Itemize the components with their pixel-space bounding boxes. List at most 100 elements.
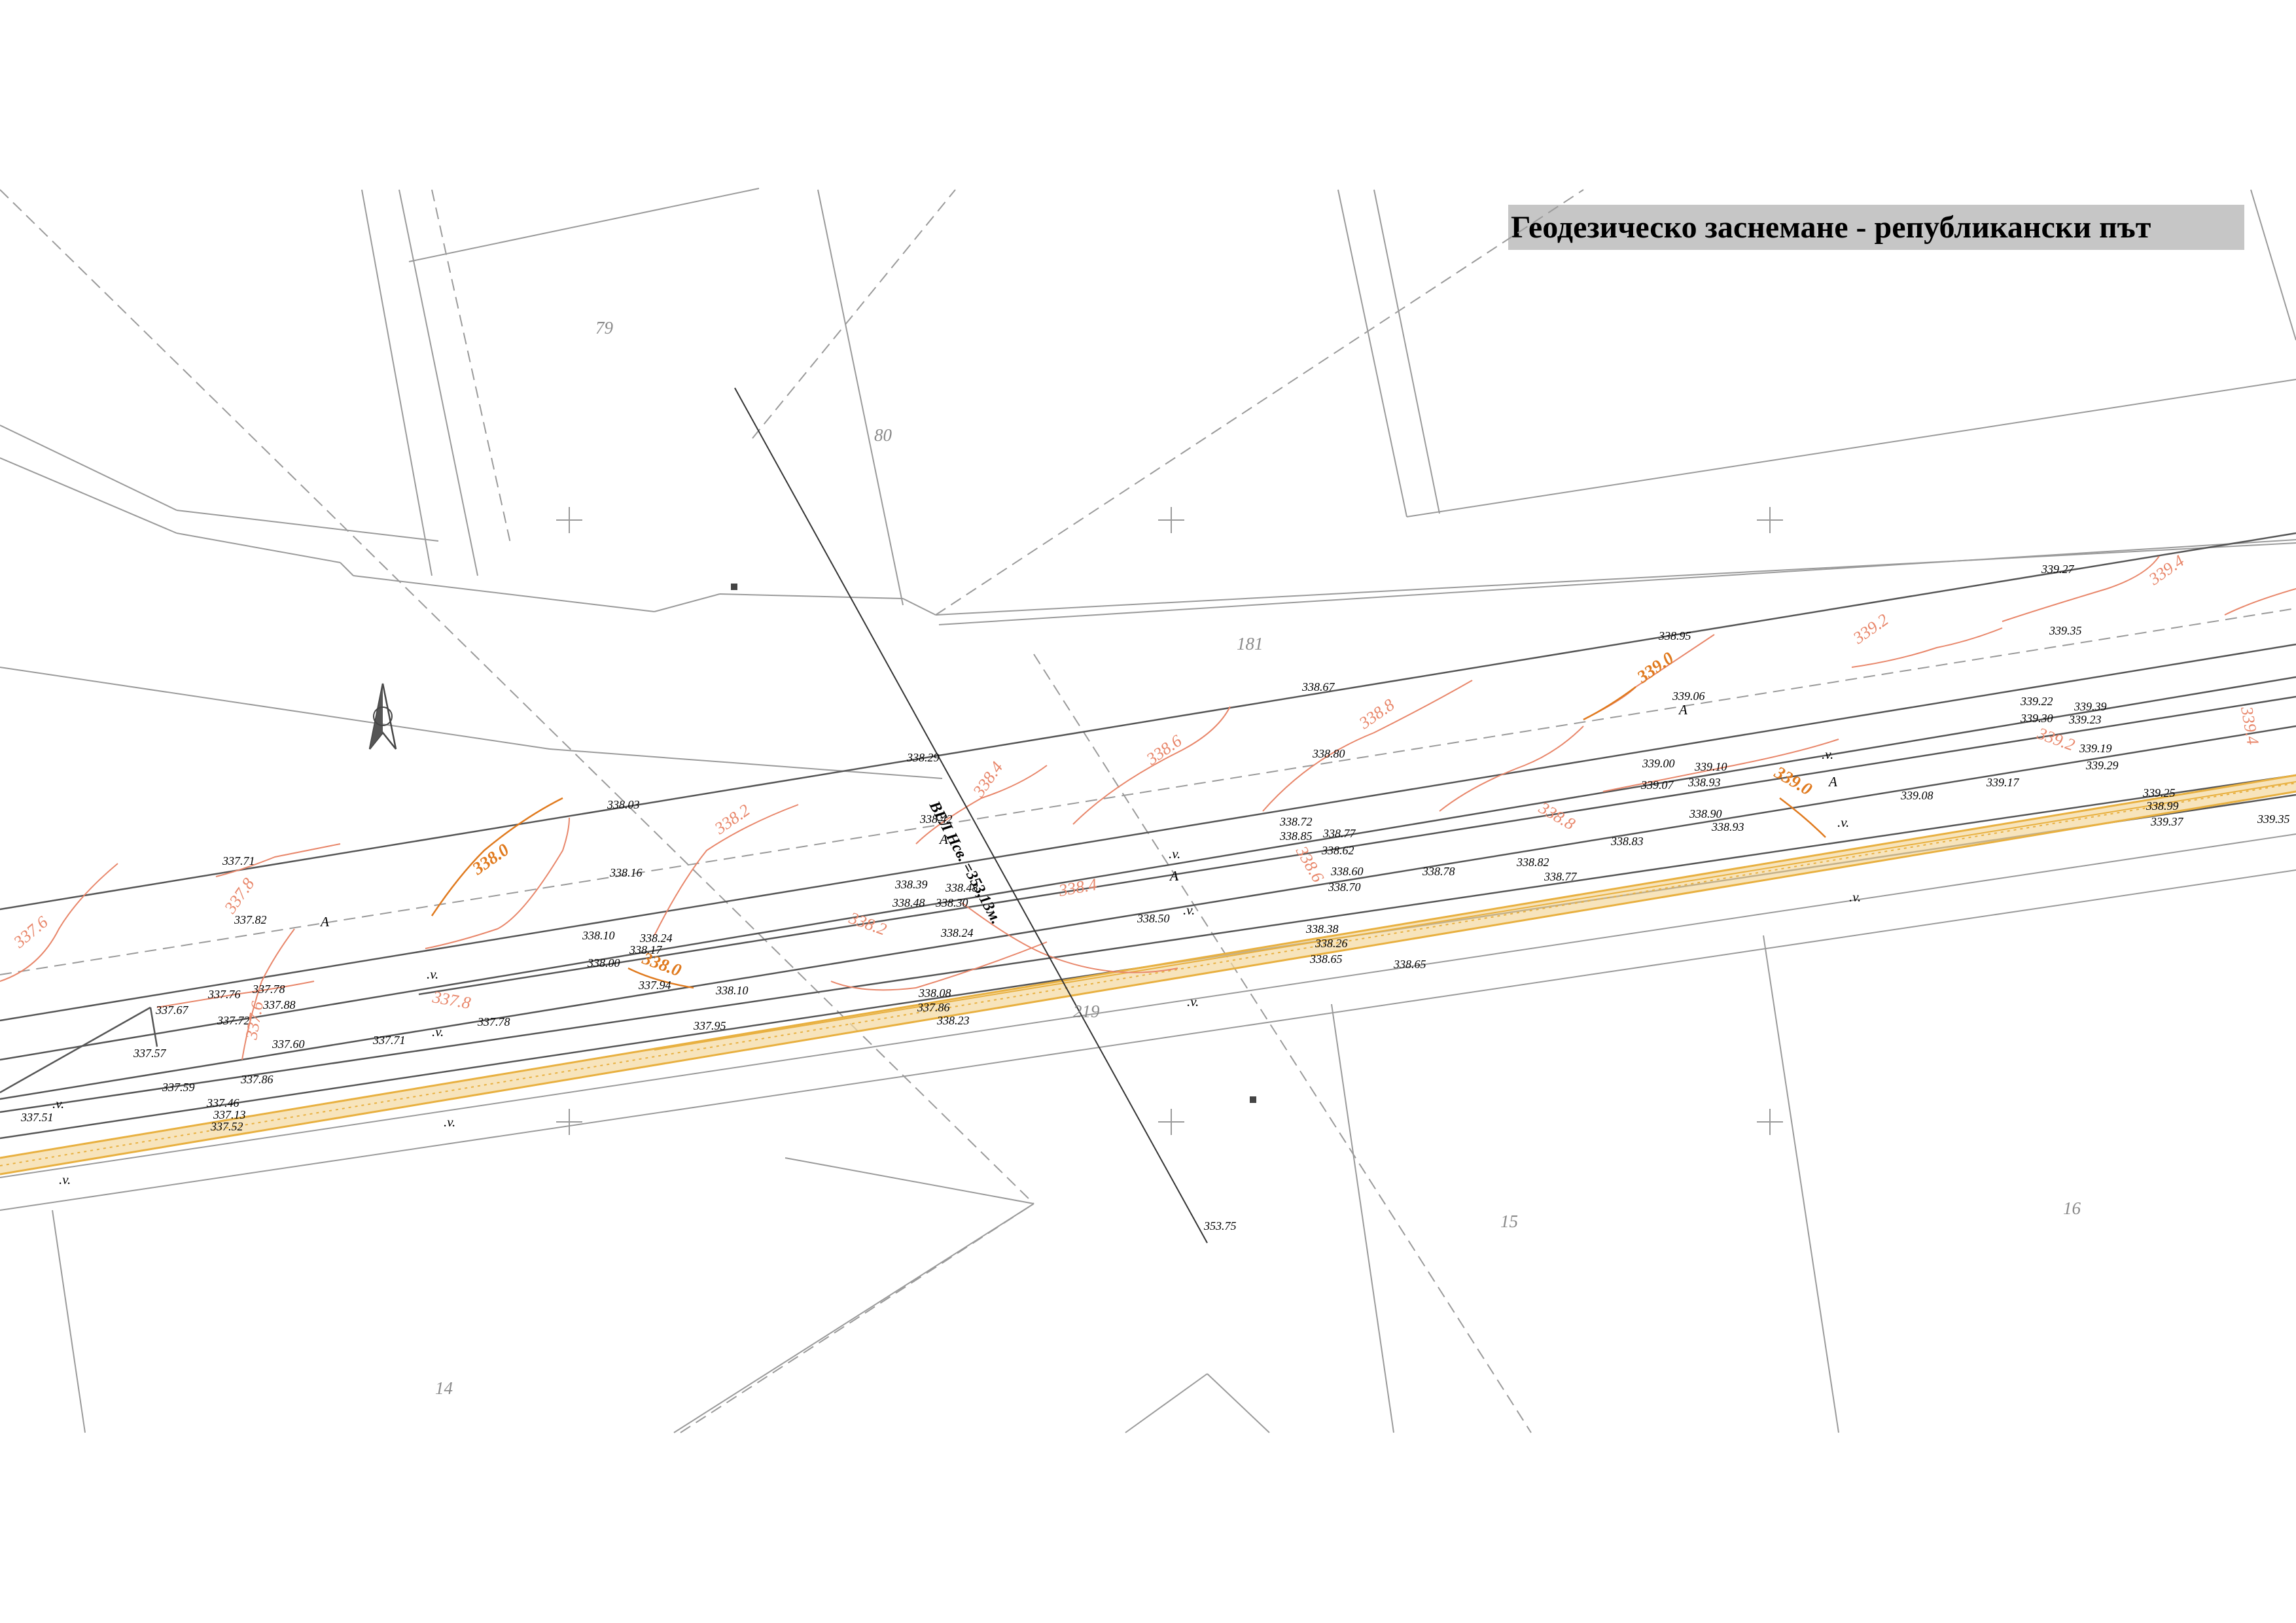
elevation-point: 339.19 <box>2079 742 2112 755</box>
elevation-point: 337.86 <box>917 1001 950 1014</box>
power-line <box>734 387 1208 1244</box>
contour-label: 337.8 <box>431 987 472 1013</box>
elevation-point: 339.00 <box>1642 757 1675 770</box>
elevation-point: 337.13 <box>213 1108 246 1121</box>
elevation-point: 338.50 <box>1137 912 1170 925</box>
elevation-point: 339.27 <box>2041 563 2075 576</box>
a-symbol: A <box>319 914 329 930</box>
elevation-point: 338.30 <box>935 896 968 909</box>
contour-label: 339.2 <box>1849 610 1892 648</box>
elevation-point: 338.03 <box>607 798 640 811</box>
contour-label: 338.4 <box>1057 875 1099 900</box>
parcel-label: 14 <box>435 1378 453 1398</box>
road-hatch <box>0 774 2296 1176</box>
elevation-point: 338.08 <box>918 986 951 1000</box>
elevation-point: 337.78 <box>477 1015 510 1028</box>
elevation-point: 337.46 <box>206 1096 239 1109</box>
elevation-point: 338.78 <box>1422 865 1455 878</box>
elevation-point: 338.26 <box>1315 937 1348 950</box>
elevation-point: 337.67 <box>155 1003 189 1017</box>
elevation-point: 338.80 <box>1312 747 1345 760</box>
pole-icon <box>731 584 1256 1103</box>
contour-lines <box>0 555 2296 1060</box>
road-lines <box>0 532 2296 1140</box>
elevation-point: 338.24 <box>940 926 974 939</box>
parcel-labels: 79 80 181 219 14 15 16 <box>435 318 2081 1398</box>
elevation-point: 339.25 <box>2142 786 2176 799</box>
elevation-point: 338.17 <box>629 943 663 956</box>
elevation-point: 338.29 <box>906 751 940 764</box>
elevation-point: 337.71 <box>222 854 255 867</box>
elevation-point: 339.37 <box>2150 815 2184 828</box>
elevation-point: 339.08 <box>1900 789 1934 802</box>
north-arrow-icon <box>368 683 397 750</box>
a-symbol: A <box>938 831 948 847</box>
contour-label: 337.8 <box>221 875 258 917</box>
elevation-point: 337.86 <box>240 1073 274 1086</box>
dashed-boundaries <box>0 189 2296 1433</box>
elevation-point: 338.65 <box>1309 952 1343 966</box>
grid-cross-icon <box>556 507 1783 1135</box>
elevation-point: 338.10 <box>715 984 749 997</box>
a-symbol: A <box>1678 702 1687 718</box>
elevation-point: 337.72 <box>217 1014 250 1027</box>
v-symbol: .v. <box>1187 994 1199 1009</box>
elevation-point: 338.23 <box>936 1014 970 1027</box>
elevation-point: 337.57 <box>133 1047 167 1060</box>
parcel-label: 219 <box>1073 1002 1100 1021</box>
v-symbol: .v. <box>1183 902 1195 918</box>
contour-label: 338.8 <box>1535 798 1578 834</box>
elevation-point: 337.52 <box>210 1120 243 1133</box>
v-symbol: .v. <box>1837 814 1849 830</box>
elevation-point: 338.93 <box>1687 776 1721 789</box>
elevation-point: 338.48 <box>892 896 925 909</box>
contour-label: 339.0 <box>1771 762 1816 799</box>
elevation-point: 339.35 <box>2049 624 2082 637</box>
elevation-point: 339.06 <box>1672 689 1705 703</box>
v-symbol: .v. <box>1169 846 1180 862</box>
contour-label: 337.6 <box>241 1000 267 1041</box>
elevation-point: 338.62 <box>1321 844 1354 857</box>
elevation-point: 337.59 <box>162 1081 195 1094</box>
elevation-point: 338.16 <box>609 866 643 879</box>
v-symbol: .v. <box>1849 889 1861 905</box>
contour-label: 339.0 <box>1633 648 1677 687</box>
contour-lines-major <box>431 686 1826 989</box>
elevation-point: 338.90 <box>1689 807 1722 820</box>
elevation-point: 338.70 <box>1328 881 1361 894</box>
elevation-point: 338.77 <box>1322 827 1356 840</box>
elevation-point: 338.77 <box>1544 870 1578 883</box>
contour-label: 339.2 <box>2034 724 2077 755</box>
elevation-point: 337.78 <box>252 983 285 996</box>
elevation-point: 338.10 <box>582 929 615 942</box>
contour-label: 339.4 <box>2237 705 2263 746</box>
v-symbol: .v. <box>432 1024 444 1039</box>
contour-label: 337.6 <box>9 913 51 952</box>
a-symbol: A <box>1169 868 1178 884</box>
elevation-point: 337.71 <box>372 1034 406 1047</box>
contour-label: 338.4 <box>969 758 1007 801</box>
elevation-point: 337.94 <box>638 979 671 992</box>
parcel-label: 80 <box>874 425 892 445</box>
elevation-point: 338.42 <box>919 812 953 826</box>
elevation-point: 338.67 <box>1301 680 1335 693</box>
map-symbols: A A A A A .v. .v. .v. .v. .v. .v. .v. .v… <box>52 702 1861 1187</box>
elevation-point: 339.39 <box>2074 700 2107 713</box>
elevation-point: 338.38 <box>1305 922 1339 935</box>
parcel-label: 181 <box>1237 634 1263 654</box>
parcel-label: 15 <box>1500 1212 1518 1231</box>
contour-label: 338.8 <box>1355 695 1398 733</box>
v-symbol: .v. <box>59 1172 71 1187</box>
elevation-point: 338.24 <box>639 932 673 945</box>
elevation-point: 338.85 <box>1279 829 1313 843</box>
elevation-point: 339.23 <box>2068 713 2102 726</box>
elevation-point: 338.72 <box>1279 815 1313 828</box>
elevation-point: 338.00 <box>587 956 620 969</box>
elevation-point: 338.65 <box>1393 958 1426 971</box>
elevation-points: 339.27 339.35 338.95 339.06 338.67 339.2… <box>20 563 2290 1232</box>
elevation-point: 338.93 <box>1711 820 1744 833</box>
elevation-point: 339.17 <box>1986 776 2020 789</box>
elevation-point: 338.95 <box>1658 629 1691 642</box>
elevation-point: 337.76 <box>207 988 241 1001</box>
elevation-point: 338.60 <box>1330 865 1364 878</box>
